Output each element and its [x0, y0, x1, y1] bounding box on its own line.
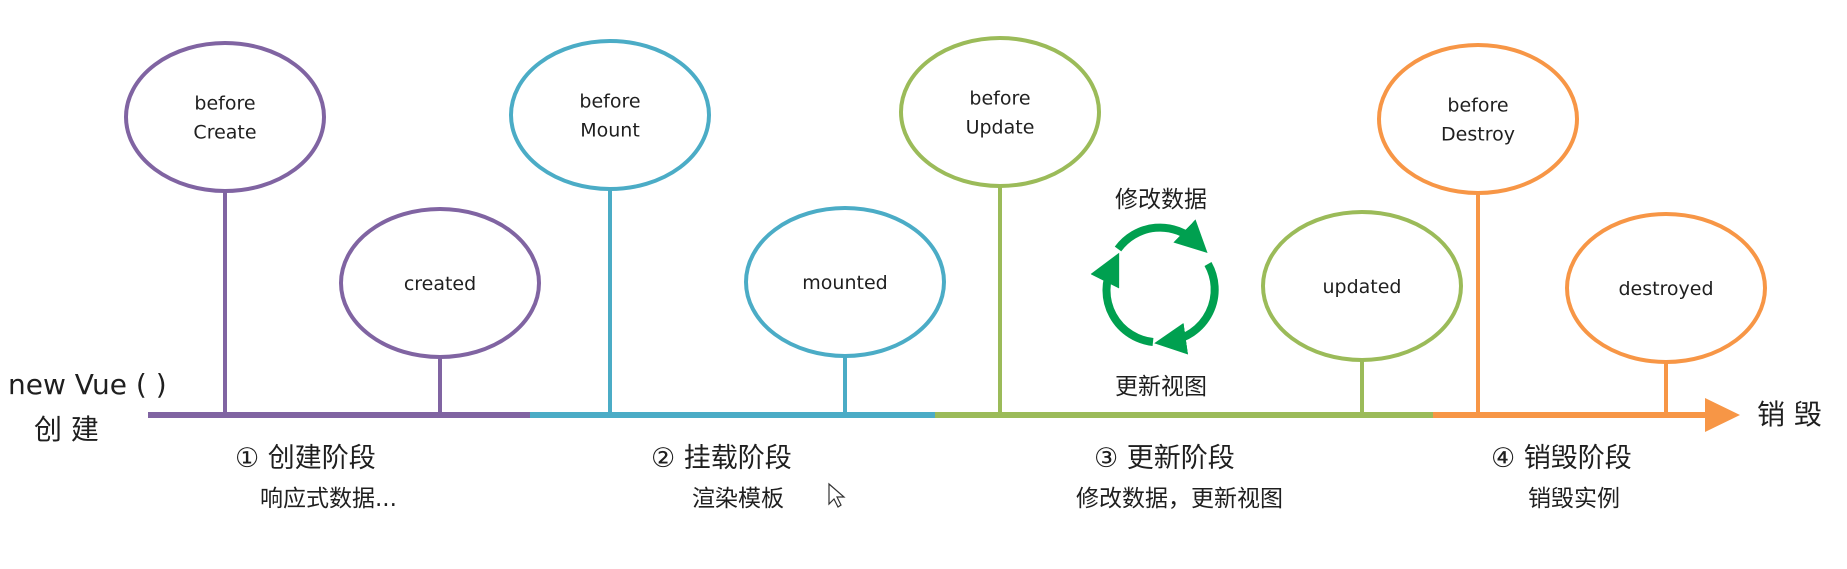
hook-bubble-mounted	[744, 206, 946, 358]
timeline-arrowhead	[1705, 398, 1740, 432]
start-label-create: 创 建	[34, 413, 99, 446]
hook-updated: updated	[1261, 210, 1463, 415]
cycle-arrow-icon	[1154, 262, 1219, 355]
phase-title-create: ① 创建阶段	[235, 443, 376, 474]
hook-label-created-line1: created	[404, 273, 476, 295]
cycle-arrow-icon	[1114, 219, 1208, 254]
hook-bubble-beforeDestroy	[1377, 43, 1579, 195]
phase-title-mount: ② 挂载阶段	[651, 443, 792, 474]
start-label-new-vue: new Vue ( )	[8, 368, 167, 401]
cycle-arrow-icon	[1090, 252, 1154, 346]
hook-label-beforeMount-line2: Mount	[580, 120, 640, 142]
hook-bubble-created	[339, 207, 541, 359]
hook-destroyed: destroyed	[1565, 212, 1767, 415]
hook-label-beforeMount-line1: before	[579, 91, 640, 113]
hook-label-mounted-line1: mounted	[802, 272, 887, 294]
timeline	[148, 398, 1740, 432]
hook-label-beforeDestroy-line1: before	[1447, 95, 1508, 117]
hook-label-beforeCreate-line1: before	[194, 93, 255, 115]
hook-label-beforeCreate-line2: Create	[193, 122, 256, 144]
hook-label-destroyed-line1: destroyed	[1618, 278, 1713, 300]
update-cycle: 修改数据 更新视图	[1090, 187, 1219, 400]
hook-bubble-updated	[1261, 210, 1463, 362]
phase-title-destroy: ④ 销毁阶段	[1491, 443, 1632, 474]
phase-subtitle-update: 修改数据，更新视图	[1076, 486, 1283, 512]
hook-created: created	[339, 207, 541, 415]
phase-subtitle-create: 响应式数据...	[260, 486, 397, 512]
hook-label-beforeUpdate-line2: Update	[966, 117, 1035, 139]
hook-bubble-beforeCreate	[124, 41, 326, 193]
phase-labels: ① 创建阶段 响应式数据... ② 挂载阶段 渲染模板 ③ 更新阶段 修改数据，…	[235, 443, 1632, 512]
hook-bubble-beforeUpdate	[899, 36, 1101, 188]
mouse-cursor-icon	[828, 482, 846, 508]
hook-label-beforeUpdate-line1: before	[969, 88, 1030, 110]
hook-label-updated-line1: updated	[1322, 276, 1401, 298]
phase-subtitle-mount: 渲染模板	[692, 486, 784, 512]
hook-label-beforeDestroy-line2: Destroy	[1441, 124, 1515, 146]
hook-bubble-destroyed	[1565, 212, 1767, 364]
hook-bubble-beforeMount	[509, 39, 711, 191]
cycle-label-update-view: 更新视图	[1115, 374, 1207, 400]
hook-mounted: mounted	[744, 206, 946, 415]
phase-title-update: ③ 更新阶段	[1094, 443, 1235, 474]
end-label-destroy: 销 毁	[1757, 398, 1822, 431]
cycle-label-modify-data: 修改数据	[1115, 187, 1207, 213]
phase-subtitle-destroy: 销毁实例	[1528, 486, 1620, 512]
